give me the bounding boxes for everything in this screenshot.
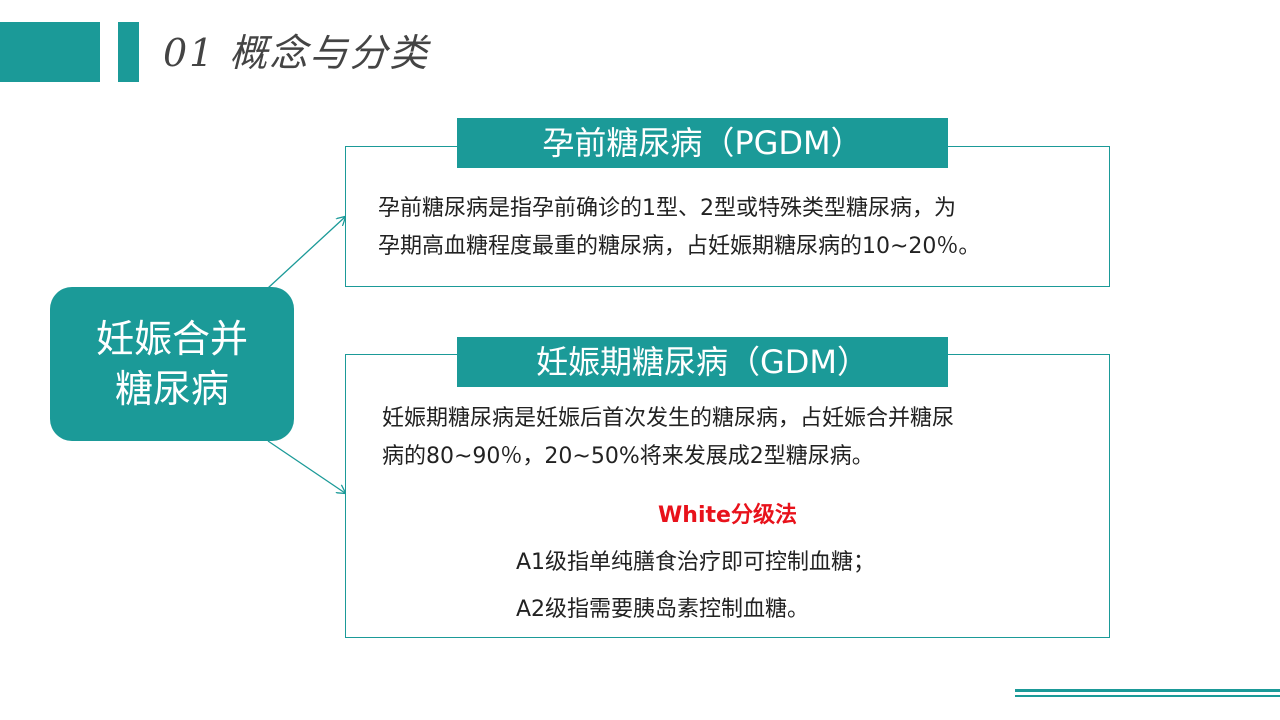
grade-a1-text: A1级指单纯膳食治疗即可控制血糖； — [516, 550, 876, 575]
header-accent-bar — [118, 22, 139, 82]
pgdm-description: 孕前糖尿病是指孕前确诊的1型、2型或特殊类型糖尿病，为 孕期高血糖程度最重的糖尿… — [378, 190, 1088, 266]
arrow-to-gdm — [267, 440, 345, 493]
grade-a2-text: A2级指需要胰岛素控制血糖。 — [516, 597, 810, 622]
gdm-title: 妊娠期糖尿病（GDM） — [457, 337, 948, 387]
main-concept-node: 妊娠合并 糖尿病 — [50, 287, 294, 441]
header-accent-block — [0, 22, 100, 82]
gdm-description-line1: 妊娠期糖尿病是妊娠后首次发生的糖尿病，占妊娠合并糖尿 — [382, 406, 955, 431]
main-concept-line2: 糖尿病 — [114, 367, 229, 411]
pgdm-box — [345, 146, 1110, 287]
gdm-description-line2: 病的80~90％，20~50%将来发展成2型糖尿病。 — [382, 444, 874, 469]
pgdm-description-line1: 孕前糖尿病是指孕前确诊的1型、2型或特殊类型糖尿病，为 — [378, 196, 956, 221]
pgdm-title: 孕前糖尿病（PGDM） — [457, 118, 948, 168]
footer-decorative-line — [1015, 689, 1280, 692]
arrow-to-pgdm — [267, 217, 345, 289]
footer-decorative-line-thin — [1015, 695, 1280, 697]
gdm-description: 妊娠期糖尿病是妊娠后首次发生的糖尿病，占妊娠合并糖尿 病的80~90％，20~5… — [382, 400, 1092, 476]
pgdm-description-line2: 孕期高血糖程度最重的糖尿病，占妊娠期糖尿病的10~20％。 — [378, 234, 981, 259]
page-title: 01 概念与分类 — [163, 31, 430, 75]
main-concept-line1: 妊娠合并 — [95, 317, 248, 361]
white-classification-title: White分级法 — [658, 503, 797, 528]
gdm-box — [345, 354, 1110, 638]
